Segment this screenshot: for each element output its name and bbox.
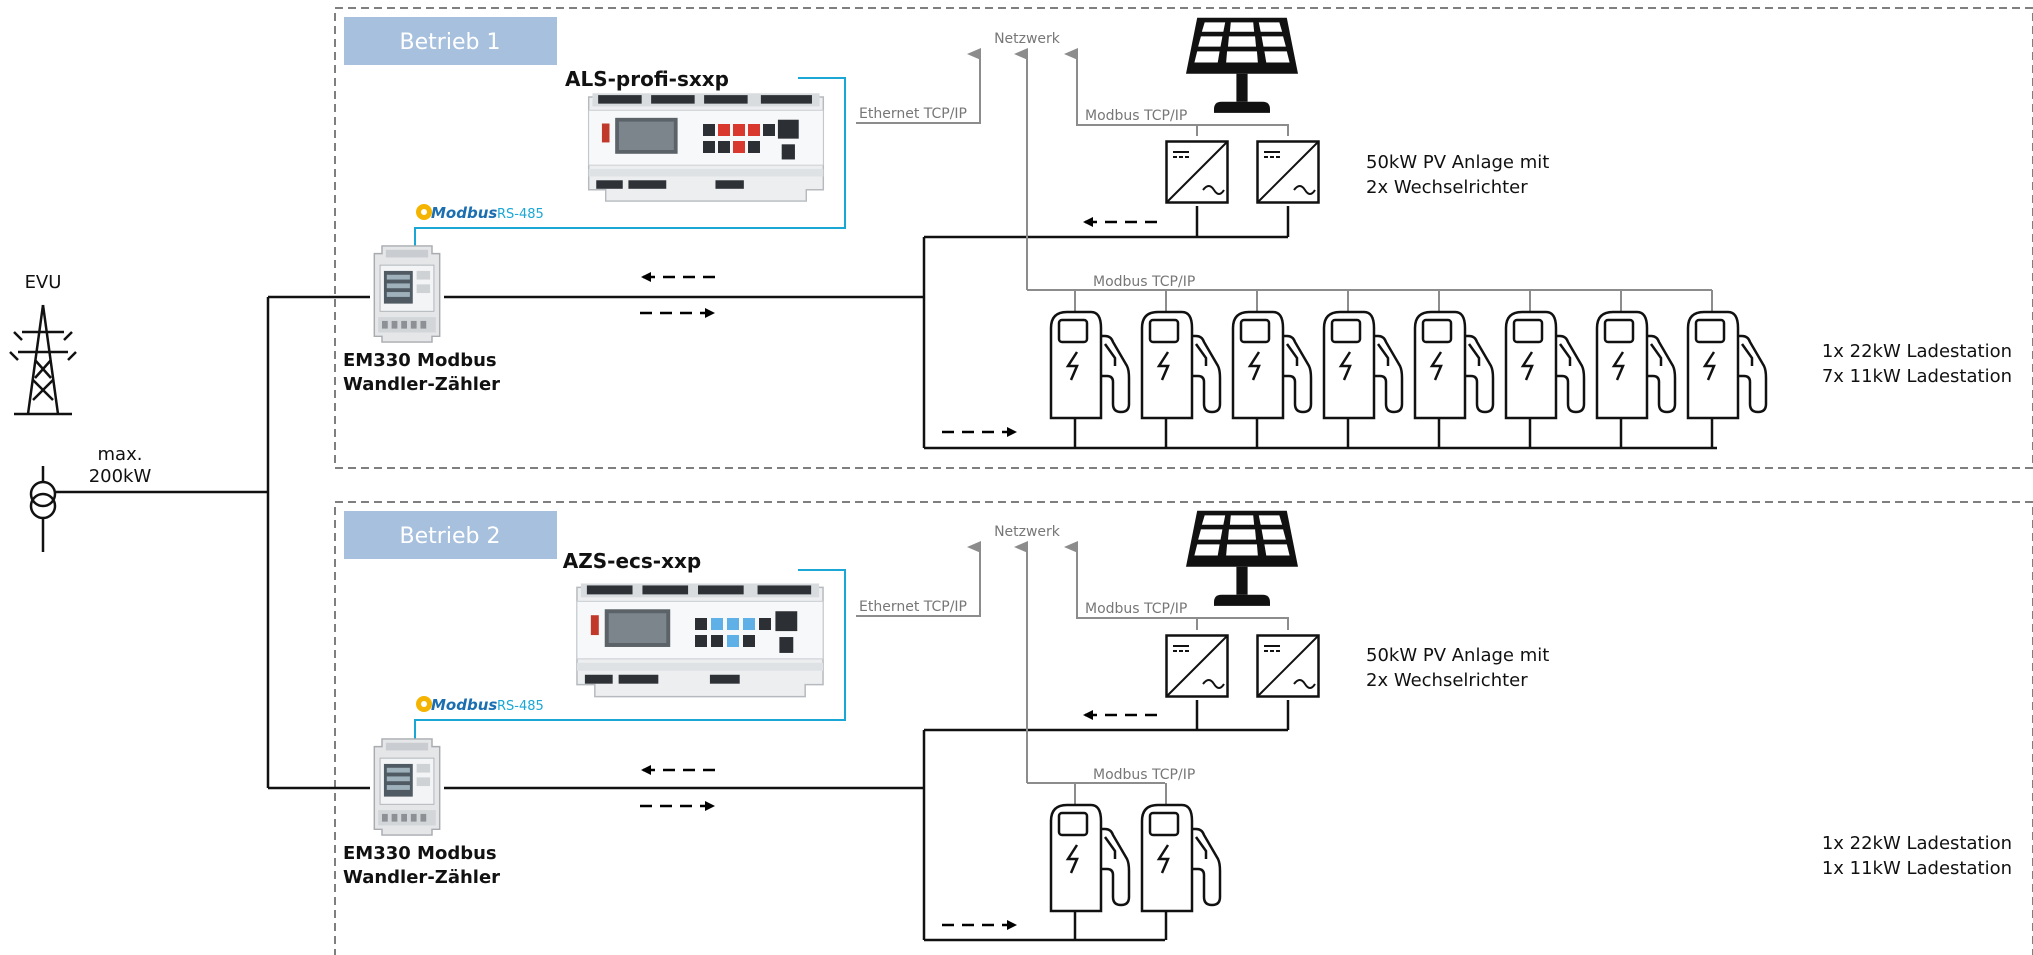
section-2: Netzwerk Ethernet TCP/IP Modbus TCP/IP M… [343, 510, 2012, 942]
modbus-logo-1: Modbus [416, 204, 497, 222]
inverter-icon-2a [1165, 634, 1229, 698]
modbus-tcp-charge-label-2: Modbus TCP/IP [1093, 767, 1195, 783]
section-frame-2 [334, 501, 2033, 955]
charge-label-1-line1: 1x 22kW Ladestation [1822, 341, 2012, 362]
pv-label-2-line2: 2x Wechselrichter [1366, 670, 1528, 691]
section-title-1: Betrieb 1 [400, 30, 501, 55]
controller-keypad-2 [695, 618, 771, 647]
meter-label-1-line1: EM330 Modbus [343, 350, 497, 371]
svg-text:Modbus: Modbus [431, 696, 497, 714]
network-label-1: Netzwerk [994, 31, 1061, 47]
rs485-cable-1 [414, 77, 846, 250]
solar-panel-icon-1 [1186, 17, 1298, 113]
ethernet-label-1: Ethernet TCP/IP [859, 106, 967, 122]
controller-name-1: ALS-profi-sxxp [565, 67, 729, 91]
charging-station-icon-1-8 [1686, 310, 1768, 420]
section-title-2: Betrieb 2 [400, 524, 501, 549]
evu-label: EVU [25, 272, 62, 293]
pv-label-1-line2: 2x Wechselrichter [1366, 177, 1528, 198]
charging-station-icon-1-7 [1595, 310, 1677, 420]
meter-label-2-line2: Wandler-Zähler [343, 867, 500, 888]
pv-label-1-line1: 50kW PV Anlage mit [1366, 152, 1549, 173]
meter-device-2 [373, 738, 441, 836]
inverter-icon-1b [1256, 140, 1320, 204]
inverter-icon-2b [1256, 634, 1320, 698]
modbus-tcp-pv-label-2: Modbus TCP/IP [1085, 601, 1187, 617]
max-label-line2: 200kW [89, 466, 152, 487]
section-title-box-1 [344, 17, 557, 65]
section-frame-1 [334, 7, 2033, 469]
charging-station-icon-1-1 [1049, 310, 1131, 420]
max-label-line1: max. [98, 444, 143, 465]
charge-label-2-line2: 1x 11kW Ladestation [1822, 858, 2012, 879]
rs485-label-1: RS-485 [497, 207, 544, 222]
network-label-2: Netzwerk [994, 524, 1061, 540]
charging-station-icon-2-2 [1140, 803, 1222, 913]
section-1: Netzwerk Ethernet TCP/IP Modbus TCP/IP M… [343, 17, 2012, 450]
modbus-tcp-pv-label-1: Modbus TCP/IP [1085, 108, 1187, 124]
charger-group-2 [1049, 783, 1222, 940]
controller-keypad-1 [703, 124, 775, 153]
charging-station-icon-1-5 [1413, 310, 1495, 420]
charging-station-icon-1-6 [1504, 310, 1586, 420]
modbus-logo-2: Modbus [416, 696, 497, 714]
charging-station-icon-1-2 [1140, 310, 1222, 420]
svg-text:Modbus: Modbus [431, 204, 497, 222]
charging-station-icon-1-3 [1231, 310, 1313, 420]
inverter-icon-1a [1165, 140, 1229, 204]
rs485-cable-2 [414, 569, 846, 742]
pylon-icon [9, 304, 77, 416]
charge-label-2-line1: 1x 22kW Ladestation [1822, 833, 2012, 854]
charging-station-icon-2-1 [1049, 803, 1131, 913]
section-title-box-2 [344, 511, 557, 559]
charge-label-1-line2: 7x 11kW Ladestation [1822, 366, 2012, 387]
ethernet-label-2: Ethernet TCP/IP [859, 599, 967, 615]
meter-label-2-line1: EM330 Modbus [343, 843, 497, 864]
charger-group-1 [1049, 290, 1768, 448]
controller-name-2: AZS-ecs-xxp [563, 549, 701, 573]
rs485-label-2: RS-485 [497, 699, 544, 714]
solar-panel-icon-2 [1186, 510, 1298, 606]
charging-station-icon-1-4 [1322, 310, 1404, 420]
meter-device-1 [373, 245, 441, 343]
transformer-icon [29, 480, 57, 520]
meter-label-1-line2: Wandler-Zähler [343, 374, 500, 395]
modbus-tcp-charge-label-1: Modbus TCP/IP [1093, 274, 1195, 290]
pv-label-2-line1: 50kW PV Anlage mit [1366, 645, 1549, 666]
